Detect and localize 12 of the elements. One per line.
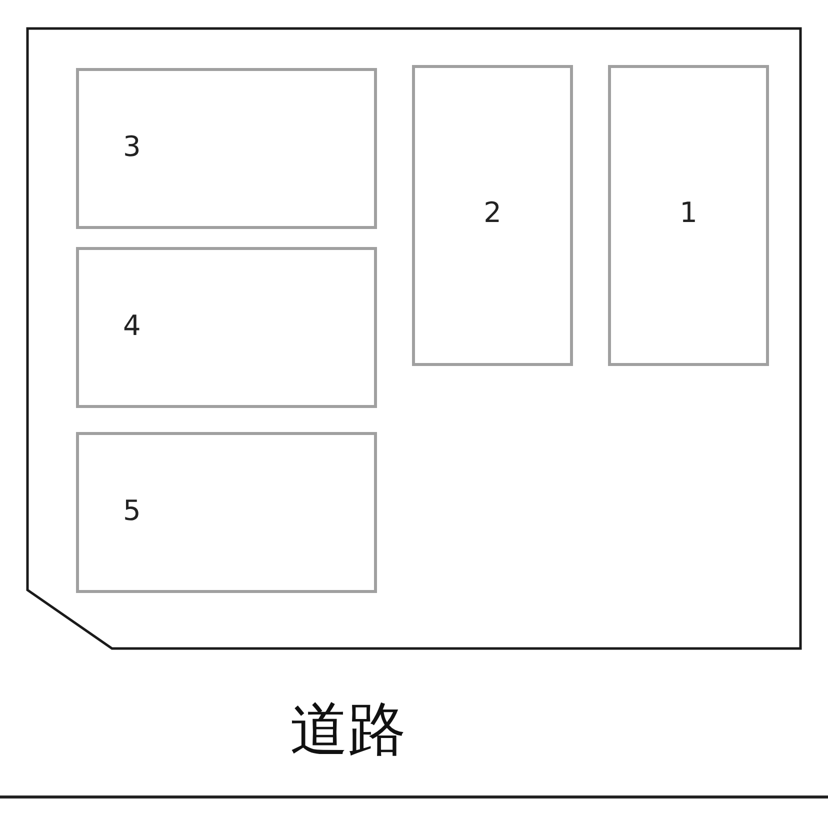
building-box [76, 432, 377, 593]
lot-number: 5 [123, 497, 141, 525]
lot-number: 4 [123, 312, 141, 340]
building-box [412, 65, 573, 366]
road-label: 道路 [290, 700, 406, 758]
lot-number: 1 [678, 198, 698, 226]
building-box [76, 247, 377, 408]
lot-number: 2 [482, 198, 502, 226]
site-boundary [26, 27, 802, 650]
building-box [76, 68, 377, 229]
lot-number: 3 [123, 133, 141, 161]
building-box [608, 65, 769, 366]
